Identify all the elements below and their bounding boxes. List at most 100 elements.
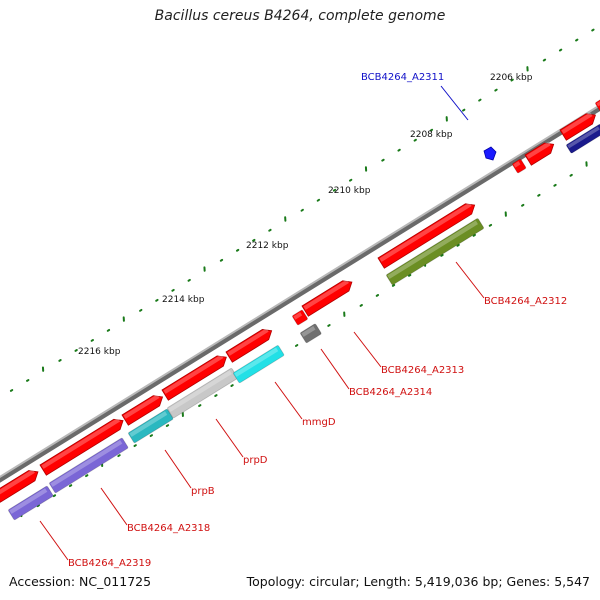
leader-line xyxy=(440,85,469,121)
minor-tick xyxy=(117,454,121,458)
minor-tick xyxy=(235,248,240,252)
cds-gene-shine xyxy=(561,112,593,134)
blue-gene xyxy=(483,146,497,161)
minor-tick xyxy=(359,304,363,307)
tick-label: 2212 kbp xyxy=(246,241,289,251)
minor-tick xyxy=(149,434,153,438)
minor-tick xyxy=(440,253,444,257)
minor-tick xyxy=(381,158,385,162)
cds-gene-shape xyxy=(225,329,273,363)
gene-label[interactable]: BCB4264_A2313 xyxy=(381,365,464,376)
minor-tick xyxy=(575,38,579,42)
minor-tick xyxy=(413,138,417,142)
minor-tick xyxy=(591,28,595,32)
cyan-feature-shape xyxy=(233,345,285,384)
teal-feature-shine xyxy=(129,411,168,437)
olive-feature-shape xyxy=(386,218,484,286)
minor-tick xyxy=(488,223,493,227)
gene-label[interactable]: prpD xyxy=(243,455,268,466)
tick-label: 2208 kbp xyxy=(410,130,453,140)
minor-tick xyxy=(187,278,191,282)
minor-tick xyxy=(375,294,380,297)
teal-feature xyxy=(128,408,174,444)
gene-label[interactable]: BCB4264_A2319 xyxy=(68,558,151,569)
gene-label[interactable]: BCB4264_A2318 xyxy=(127,523,210,534)
purple-feature xyxy=(8,485,54,521)
minor-tick xyxy=(542,58,547,62)
minor-tick xyxy=(52,494,57,498)
cds-gene-shape xyxy=(559,113,596,141)
minor-tick xyxy=(165,424,170,428)
minor-tick xyxy=(9,389,14,392)
tick-label: 2214 kbp xyxy=(162,295,205,305)
cds-gene xyxy=(225,328,273,363)
purple-feature-shine xyxy=(50,440,123,487)
minor-tick xyxy=(68,484,73,488)
outer-dot-track xyxy=(9,28,595,392)
minor-tick xyxy=(391,284,396,287)
minor-tick xyxy=(478,98,482,102)
minor-tick xyxy=(316,198,321,202)
gene-label[interactable]: BCB4264_A2311 xyxy=(361,72,444,83)
minor-tick xyxy=(332,188,337,192)
cds-gene-shape xyxy=(161,355,227,401)
minor-tick xyxy=(494,88,498,92)
cyan-feature-shine xyxy=(234,347,279,377)
minor-tick xyxy=(521,203,525,207)
minor-tick xyxy=(429,128,434,132)
cds-gene-shape xyxy=(595,97,600,112)
leader-line xyxy=(455,261,485,299)
label-leaders xyxy=(39,85,485,561)
minor-tick xyxy=(230,384,234,387)
accession-text: Accession: NC_011725 xyxy=(9,574,152,589)
leader-line xyxy=(215,418,244,458)
minor-tick xyxy=(553,183,557,187)
cds-gene-shine xyxy=(0,469,35,496)
backbone-line xyxy=(0,105,600,483)
cds-gene-shine xyxy=(163,354,224,394)
gene-label[interactable]: mmgD xyxy=(302,417,336,428)
cds-gene-shape xyxy=(524,142,555,166)
gene-label[interactable]: prpB xyxy=(191,486,215,497)
cds-gene xyxy=(559,112,596,141)
minor-tick xyxy=(558,48,563,52)
cds-gene xyxy=(512,158,527,174)
tick-label: 2206 kbp xyxy=(490,73,533,83)
leader-line xyxy=(353,331,382,368)
purple-feature xyxy=(49,437,129,494)
minor-tick xyxy=(155,298,159,302)
tick-label: 2210 kbp xyxy=(328,186,371,196)
minor-tick xyxy=(219,258,224,262)
leader-line xyxy=(39,520,69,561)
leader-line xyxy=(100,487,128,526)
feature-track xyxy=(0,97,600,521)
minor-tick xyxy=(133,444,137,448)
cds-gene-shine xyxy=(41,417,121,469)
cds-gene xyxy=(0,469,39,503)
map-title: Bacillus cereus B4264, complete genome xyxy=(154,8,446,24)
genome-summary-text: Topology: circular; Length: 5,419,036 bp… xyxy=(246,574,590,589)
genome-backbone xyxy=(0,104,600,483)
minor-tick xyxy=(58,359,62,362)
minor-tick xyxy=(139,308,143,312)
cds-gene-shape xyxy=(292,309,308,326)
minor-tick xyxy=(198,404,202,407)
cds-gene-shape xyxy=(121,395,164,426)
cds-gene xyxy=(161,354,227,401)
olive-feature xyxy=(386,218,484,286)
minor-tick xyxy=(408,273,412,277)
cds-gene xyxy=(292,309,308,326)
backbone-highlight xyxy=(0,104,600,478)
purple-feature-shape xyxy=(49,437,129,494)
navy-feature-shape xyxy=(566,124,600,154)
cds-gene-shape xyxy=(39,418,124,476)
minor-tick xyxy=(171,288,175,292)
minor-tick xyxy=(327,324,331,327)
minor-tick xyxy=(214,394,218,397)
leader-line xyxy=(320,348,350,390)
gene-label[interactable]: BCB4264_A2314 xyxy=(349,387,432,398)
navy-feature xyxy=(566,124,600,154)
cds-gene xyxy=(301,279,353,317)
gene-label[interactable]: BCB4264_A2312 xyxy=(484,296,567,307)
